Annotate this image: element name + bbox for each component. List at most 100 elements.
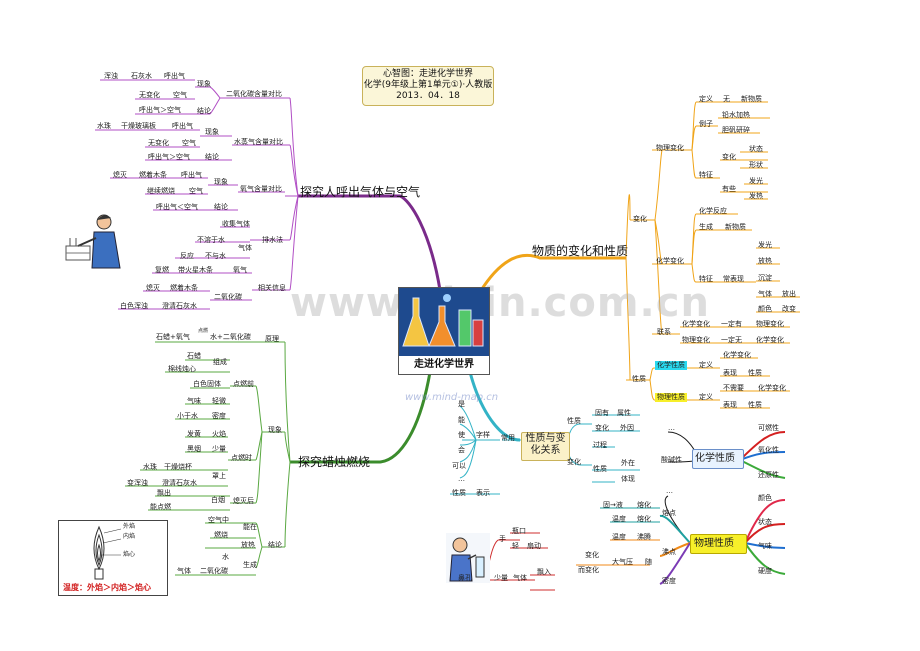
pc-item: 状态 [749,145,763,153]
center-title: 走进化学世界 [399,356,489,374]
pc-item: 变化 [722,153,736,161]
cc-item: 特征 [699,275,713,283]
water-method-label[interactable]: 排水法 [262,236,283,244]
keyword: 可以 [452,462,466,470]
physical-change-label[interactable]: 物理变化 [656,144,684,152]
phys-prop-item: 随 [645,558,652,566]
cc-item: 常表现 [723,275,744,283]
prop-item: 化学变化 [723,351,751,359]
branch-breathing-title[interactable]: 探究人呼出气体与空气 [300,185,421,199]
co2-phenomenon: 现象 [197,80,211,88]
candle-conclusion[interactable]: 结论 [268,541,282,549]
smell-item: 鼻孔 [458,574,472,582]
smell-item: 瓶口 [512,527,526,535]
during-item: 水珠 [143,463,157,471]
phys-prop-item: 固→液 [603,501,623,509]
smell-item: 扇动 [527,542,541,550]
h2o-item: 空气 [182,139,196,147]
smell-item: 手 [499,535,506,543]
prop-item: 不需要 [723,384,744,392]
smell-item: 轻 [512,542,519,550]
title-line-2: 化学(9年级上第1单元①)·人教版 [363,80,493,90]
related-info-label[interactable]: 相关信息 [258,284,286,292]
related-co2: 二氧化碳 [214,293,242,301]
keyword: 使 [458,431,465,439]
rel-prop-item: 变化 [595,424,609,432]
pc-item: 发热 [749,192,763,200]
rel-change-item: 过程 [593,441,607,449]
candle-while-burning[interactable]: 点燃时 [231,454,252,462]
smell-item: 飘入 [537,568,551,576]
change-label[interactable]: 变化 [633,215,647,223]
branch-change-property-title[interactable]: 物质的变化和性质 [532,244,629,258]
conclusion-item: 二氧化碳 [200,567,228,575]
o2-item: 空气 [189,187,203,195]
during-item: 发黄 [187,430,201,438]
during-item: 黑烟 [187,445,201,453]
title-card: 心智图：走进化学世界 化学(9年级上第1单元①)·人教版 2013．04．18 [362,66,494,106]
o2-item: 继续燃烧 [147,187,175,195]
phys-property-node[interactable]: 物理性质 [690,534,747,554]
cc-item: 生成 [699,223,713,231]
chem-property-title: 化学性质 [695,453,735,464]
phys-prop-item: 状态 [758,518,772,526]
relation-label[interactable]: 联系 [657,328,671,336]
physical-property-tag[interactable]: 物理性质 [655,393,687,402]
keyword: 表示 [476,489,490,497]
candle-equation-right: 水+二氧化碳 [210,333,251,341]
smell-item: 少量 [494,574,508,582]
watermark-subtext: www.mind-map.cn [405,392,499,403]
phys-prop-item: 颜色 [758,494,772,502]
student-experiment-illustration [65,214,121,269]
phys-prop-item: 温度 [612,533,626,541]
branch-line-right-bottom [468,371,521,442]
rel-prop-item: 固有 [595,409,609,417]
relation-item: 化学变化 [756,336,784,344]
candle-after-extinguish[interactable]: 熄灭后 [233,497,254,505]
title-line-3: 2013．04．18 [396,91,460,101]
center-node[interactable]: 走进化学世界 [398,287,490,375]
pc-item: 发光 [749,177,763,185]
related-item: 燃着木条 [170,284,198,292]
during-item: 罩上 [212,472,226,480]
related-item: 澄清石灰水 [162,302,197,310]
chemical-change-label[interactable]: 化学变化 [656,257,684,265]
branch-candle-title[interactable]: 探究蜡烛燃烧 [298,455,371,469]
co2-conclusion: 结论 [197,107,211,115]
candle-principle[interactable]: 原理 [265,335,279,343]
h2o-item: 无变化 [148,139,169,147]
pc-item: 胆矾研碎 [722,126,750,134]
chem-property-node[interactable]: 化学性质 [692,449,744,469]
o2-item: 呼出气 [181,171,202,179]
keyword: 性质 [452,489,466,497]
conclusion-item: 水 [222,553,229,561]
keyword: 是 [458,400,465,408]
candle-before-lighting[interactable]: 点燃前 [233,380,254,388]
relation-item: 化学变化 [682,320,710,328]
chem-prop-item: 还原性 [758,471,779,479]
o2-group-label[interactable]: 氧气含量对比 [240,185,282,193]
h2o-group-label[interactable]: 水蒸气含量对比 [234,138,283,146]
chem-prop-item: 氧化性 [758,446,779,454]
pc-item: 形状 [749,161,763,169]
pc-item: 新物质 [741,95,762,103]
co2-group-label[interactable]: 二氧化碳含量对比 [226,90,282,98]
keyword: … [458,475,465,483]
property-label[interactable]: 性质 [632,375,646,383]
o2-conclusion: 结论 [214,203,228,211]
chemical-property-tag[interactable]: 化学性质 [655,361,687,370]
branch-line-right-top [478,253,626,293]
phys-prop-item: 沸腾 [637,533,651,541]
chem-prop-item: 酸碱性 [661,456,682,464]
candle-phenomenon[interactable]: 现象 [268,426,282,434]
phys-prop-item: 熔化 [637,515,651,523]
co2-item: 无变化 [139,91,160,99]
rel-change-item: 体现 [621,475,635,483]
keyword: 能 [458,416,465,424]
relation-node-box[interactable] [521,432,570,461]
conclusion-item: 气体 [177,567,191,575]
pc-item: 特征 [699,171,713,179]
candle-equation-left: 石蜡+氧气 [156,333,190,341]
relation-item: 一定有 [721,320,742,328]
